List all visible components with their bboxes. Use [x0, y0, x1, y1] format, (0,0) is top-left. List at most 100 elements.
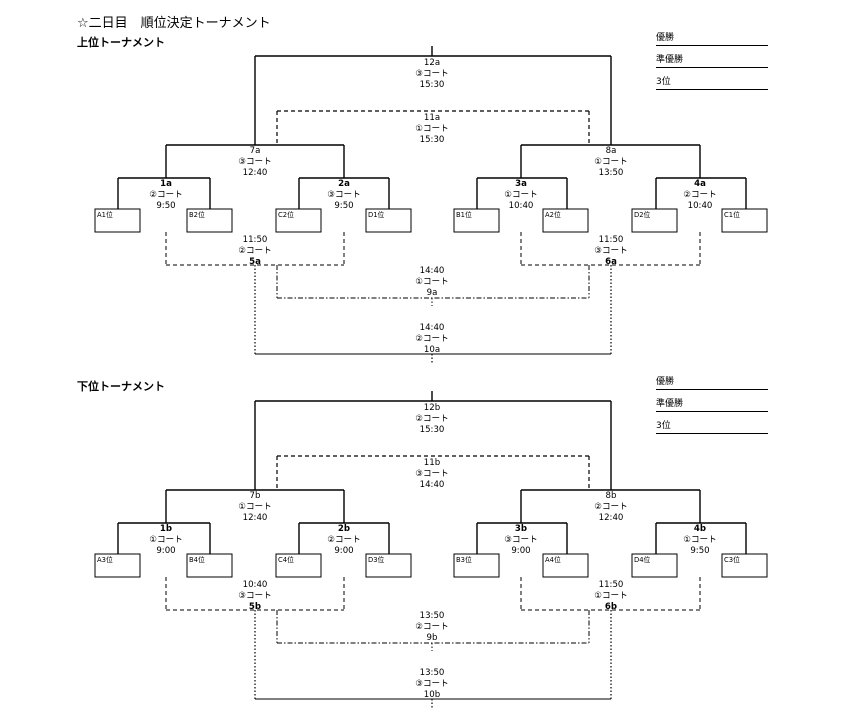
upper-m9-court: ①コート: [415, 277, 449, 287]
lower-m5-game: 5b: [249, 602, 261, 612]
upper-r1-2-game: 2a: [338, 179, 350, 189]
lower-champion-row: 優勝: [656, 376, 768, 390]
lower-r1-3-time: 9:00: [511, 546, 530, 556]
lower-semi7-game: 7b: [250, 491, 261, 501]
lower-r1-1-time: 9:00: [156, 546, 175, 556]
upper-semi8-game: 8a: [606, 146, 617, 156]
lower-runner-up-row: 準優勝: [656, 398, 768, 412]
lower-m9-time: 13:50: [420, 611, 445, 621]
lower-final-game: 12b: [424, 403, 440, 413]
upper-m6-time: 11:50: [599, 235, 624, 245]
upper-third-time: 15:30: [420, 135, 445, 145]
upper-seed-box-3: [275, 208, 322, 233]
lower-m10-court: ③コート: [415, 679, 449, 689]
upper-m10-time: 14:40: [420, 323, 445, 333]
lower-seed-box-3: [275, 553, 322, 578]
upper-seed-label-3: C2位: [278, 210, 294, 219]
lower-third-place-row: 3位: [656, 420, 768, 434]
lower-seed-box-2: [186, 553, 233, 578]
upper-r1-3-time: 10:40: [509, 201, 534, 211]
upper-seed-label-2: B2位: [189, 210, 205, 219]
lower-r1-3-game: 3b: [515, 524, 527, 534]
lower-semi8-game: 8b: [606, 491, 617, 501]
lower-third-court: ③コート: [415, 469, 449, 479]
lower-third-game: 11b: [424, 458, 440, 468]
upper-seed-box-5: [453, 208, 500, 233]
upper-r1-1-game: 1a: [160, 179, 172, 189]
upper-r1-4-court: ②コート: [683, 190, 717, 200]
lower-m6-game: 6b: [605, 602, 617, 612]
lower-semi8-court: ②コート: [594, 502, 628, 512]
lower-semi7-time: 12:40: [243, 513, 268, 523]
lower-r1-3-court: ③コート: [504, 535, 538, 545]
lower-seed-box-6: [542, 553, 589, 578]
upper-m5-time: 11:50: [243, 235, 268, 245]
upper-runner-up-row: 準優勝: [656, 54, 768, 68]
lower-r1-1-court: ①コート: [149, 535, 183, 545]
upper-m6-game: 6a: [605, 257, 617, 267]
lower-seed-label-8: C3位: [724, 555, 740, 564]
lower-seed-label-1: A3位: [97, 555, 113, 564]
upper-seed-label-7: D2位: [634, 210, 651, 219]
lower-seed-label-7: D4位: [634, 555, 651, 564]
lower-m10-time: 13:50: [420, 668, 445, 678]
lower-r1-2-game: 2b: [338, 524, 350, 534]
lower-m6-court: ①コート: [594, 591, 628, 601]
upper-third-game: 11a: [424, 113, 440, 123]
lower-seed-box-8: [721, 553, 768, 578]
upper-r1-1-time: 9:50: [156, 201, 175, 211]
upper-r1-2-court: ③コート: [327, 190, 361, 200]
lower-m9-game: 9b: [427, 633, 438, 643]
upper-m5-court: ②コート: [238, 246, 272, 256]
upper-semi7-court: ③コート: [238, 157, 272, 167]
lower-seed-box-7: [631, 553, 678, 578]
upper-m10-court: ②コート: [415, 334, 449, 344]
lower-final-court: ②コート: [415, 414, 449, 424]
lower-seed-label-6: A4位: [545, 555, 561, 564]
lower-m10-game: 10b: [424, 690, 440, 700]
upper-semi7-time: 12:40: [243, 168, 268, 178]
upper-m5-game: 5a: [249, 257, 261, 267]
upper-seed-box-7: [631, 208, 678, 233]
upper-m9-game: 9a: [427, 288, 438, 298]
upper-r1-2-time: 9:50: [334, 201, 353, 211]
lower-seed-box-1: [94, 553, 141, 578]
upper-semi8-court: ①コート: [594, 157, 628, 167]
upper-semi8-time: 13:50: [599, 168, 624, 178]
upper-seed-label-1: A1位: [97, 210, 113, 219]
upper-seed-label-5: B1位: [456, 210, 472, 219]
lower-r1-1-game: 1b: [160, 524, 172, 534]
upper-third-court: ①コート: [415, 124, 449, 134]
upper-section-title: 上位トーナメント: [77, 36, 165, 49]
lower-final-time: 15:30: [420, 425, 445, 435]
upper-r1-3-game: 3a: [515, 179, 527, 189]
lower-m9-court: ②コート: [415, 622, 449, 632]
lower-m5-time: 10:40: [243, 580, 268, 590]
upper-r1-4-time: 10:40: [688, 201, 713, 211]
lower-third-time: 14:40: [420, 480, 445, 490]
upper-m9-time: 14:40: [420, 266, 445, 276]
upper-seed-box-2: [186, 208, 233, 233]
lower-seed-label-4: D3位: [368, 555, 385, 564]
lower-seed-label-3: C4位: [278, 555, 294, 564]
lower-r1-2-court: ②コート: [327, 535, 361, 545]
lower-r1-4-game: 4b: [694, 524, 706, 534]
upper-seed-box-8: [721, 208, 768, 233]
lower-seed-box-5: [453, 553, 500, 578]
upper-r1-1-court: ②コート: [149, 190, 183, 200]
upper-r1-4-game: 4a: [694, 179, 706, 189]
lower-m5-court: ③コート: [238, 591, 272, 601]
upper-champion-row: 優勝: [656, 32, 768, 46]
upper-seed-label-8: C1位: [724, 210, 740, 219]
lower-seed-box-4: [365, 553, 412, 578]
lower-semi8-time: 12:40: [599, 513, 624, 523]
upper-third-place-row: 3位: [656, 76, 768, 90]
upper-final-court: ③コート: [415, 69, 449, 79]
lower-r1-4-court: ①コート: [683, 535, 717, 545]
lower-r1-2-time: 9:00: [334, 546, 353, 556]
lower-semi7-court: ①コート: [238, 502, 272, 512]
upper-seed-label-4: D1位: [368, 210, 385, 219]
